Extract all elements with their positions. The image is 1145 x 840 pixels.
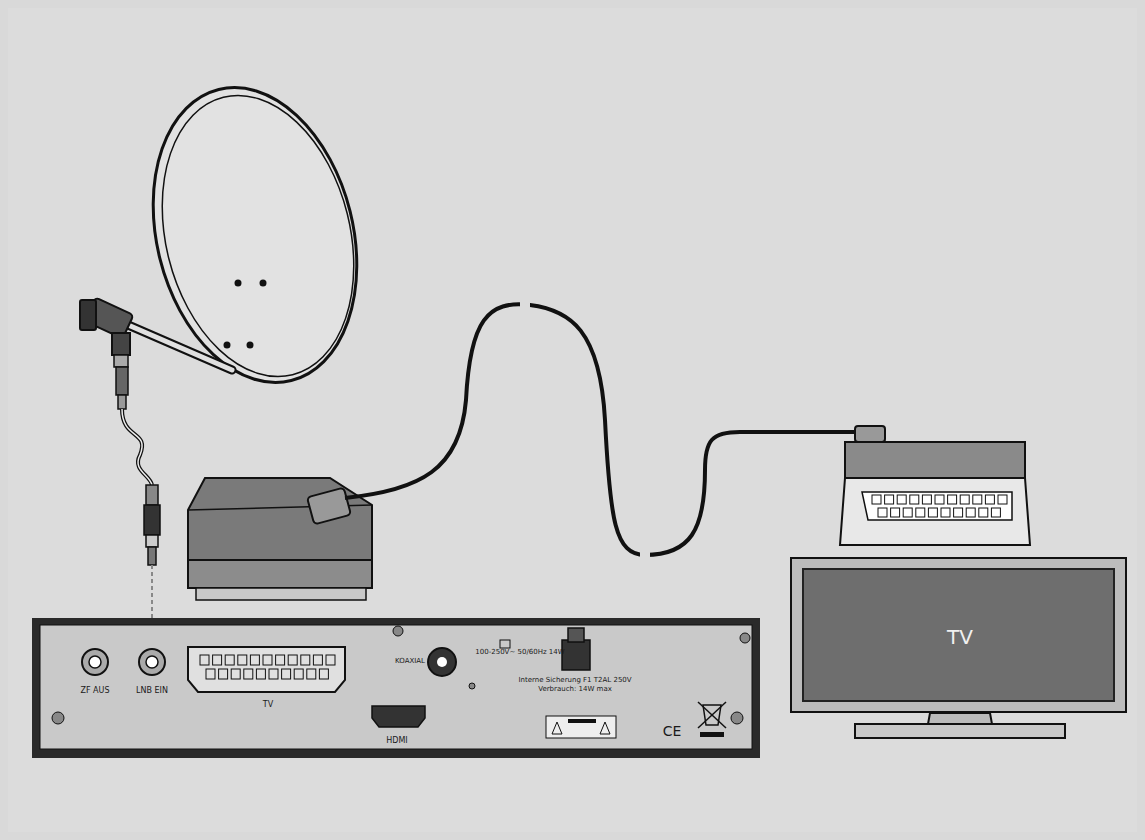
port-label: HDMI xyxy=(386,737,407,746)
tv-label: TV xyxy=(947,626,973,648)
scart-pin xyxy=(288,655,297,665)
scart-pin xyxy=(326,655,335,665)
scart-pin xyxy=(282,669,291,679)
scart-pin xyxy=(200,655,209,665)
scart-pin xyxy=(206,669,215,679)
scart-pin xyxy=(269,669,278,679)
tv-set: TV xyxy=(790,557,1127,713)
scart-pin xyxy=(213,655,222,665)
scart-pin xyxy=(276,655,285,665)
satellite-dish xyxy=(112,66,386,405)
scart-pin xyxy=(998,495,1007,504)
tv-stand xyxy=(855,724,1065,738)
receiver-panel: ZF AUS LNB EIN TV HDMI KOAXIAL 100-250V~ 50/6… xyxy=(40,625,752,749)
scart-pin xyxy=(294,669,303,679)
scart-pin xyxy=(991,508,1000,517)
scart-pin xyxy=(256,669,265,679)
scart-pin xyxy=(872,495,881,504)
scart-pin xyxy=(238,655,247,665)
scart-pin xyxy=(219,669,228,679)
scart-pin xyxy=(954,508,963,517)
background xyxy=(8,8,1137,832)
scart-cable xyxy=(345,304,858,555)
port-label: TV xyxy=(263,701,273,710)
coax-cable xyxy=(122,409,152,485)
scart-pin xyxy=(903,508,912,517)
scart-pin xyxy=(307,669,316,679)
port-label: 100-250V~ 50/60Hz 14W xyxy=(475,649,564,657)
scart-pin xyxy=(231,669,240,679)
tv-stand xyxy=(928,713,992,724)
scart-pin xyxy=(225,655,234,665)
scart-pin xyxy=(910,495,919,504)
port-label: ZF AUS xyxy=(80,687,109,696)
scart-pin xyxy=(966,508,975,517)
scart-pin xyxy=(250,655,259,665)
scart-pin xyxy=(244,669,253,679)
receiver-back-panel xyxy=(32,618,760,758)
scart-pin xyxy=(916,508,925,517)
scart-plug xyxy=(840,426,1030,545)
lnb xyxy=(80,297,134,409)
scart-pin xyxy=(960,495,969,504)
port-label: Interne Sicherung F1 T2AL 250V xyxy=(518,677,631,685)
scart-pin xyxy=(928,508,937,517)
scart-pin xyxy=(897,495,906,504)
scart-pin xyxy=(985,495,994,504)
port-label: CE xyxy=(663,724,682,739)
scart-pin xyxy=(885,495,894,504)
scart-plug xyxy=(188,478,372,600)
cable-break xyxy=(640,545,650,565)
scart-pin xyxy=(948,495,957,504)
scart-pin xyxy=(891,508,900,517)
scart-pin xyxy=(979,508,988,517)
scart-pin xyxy=(878,508,887,517)
scart-pin xyxy=(922,495,931,504)
port-label: KOAXIAL xyxy=(395,658,425,666)
cable-break xyxy=(520,290,530,315)
scart-pin xyxy=(935,495,944,504)
scart-pin xyxy=(313,655,322,665)
scart-pin xyxy=(263,655,272,665)
scart-pin xyxy=(301,655,310,665)
scart-pin xyxy=(973,495,982,504)
scart-pin xyxy=(941,508,950,517)
port-label: Verbrauch: 14W max xyxy=(538,686,612,694)
scart-pin xyxy=(319,669,328,679)
port-label: LNB EIN xyxy=(136,687,168,696)
coax-cable xyxy=(122,409,152,485)
